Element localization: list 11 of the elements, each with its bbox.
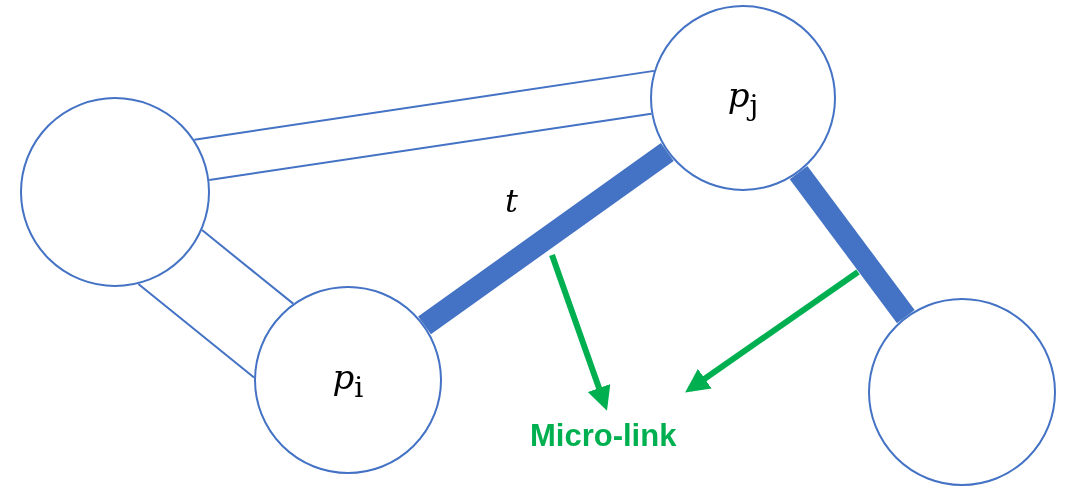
- callout-text: Micro-link: [530, 418, 677, 454]
- node-label: p$_{i}$: [332, 356, 364, 404]
- arrow: [685, 269, 860, 393]
- link-line: [789, 166, 915, 324]
- connector-line: [137, 283, 256, 379]
- edge-label: t: [505, 182, 518, 220]
- node-label: p$_{j}$: [727, 74, 759, 122]
- arrow: [549, 254, 611, 411]
- connector-line: [208, 112, 653, 181]
- connector-line: [201, 229, 295, 305]
- connector-line: [193, 69, 656, 141]
